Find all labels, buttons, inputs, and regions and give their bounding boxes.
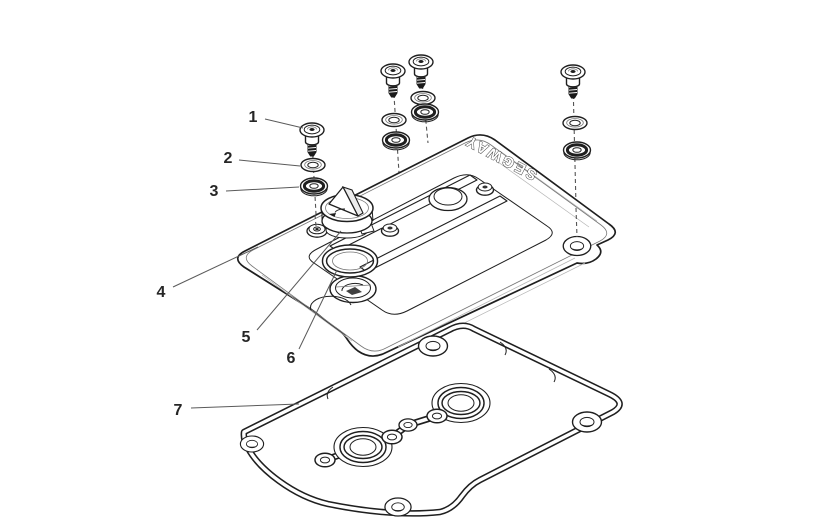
callout-label-1: 1: [249, 109, 258, 126]
gasket-small-ring-1: [381, 429, 403, 445]
callout-label-2: 2: [224, 150, 233, 167]
cover-stud-boss-1: [475, 182, 495, 196]
callout-7: 7: [174, 402, 300, 419]
callout-label-5: 5: [242, 329, 251, 346]
axis-line-screw-4-lower: [575, 207, 578, 238]
seal-washer-1: [299, 176, 329, 198]
callout-6: 6: [287, 269, 338, 367]
lower-well-arc: [310, 295, 352, 311]
callout-4: 4: [157, 246, 259, 301]
flange-bolt-4: [560, 64, 586, 99]
flange-bolt-3: [408, 54, 434, 89]
cover-round-boss: [428, 186, 468, 212]
callout-5: 5: [242, 230, 342, 346]
cover-stud-boss-2: [380, 223, 400, 237]
plain-washer-3: [410, 90, 436, 106]
callout-label-7: 7: [174, 402, 183, 419]
flange-bolt-2: [380, 63, 406, 98]
callout-3: 3: [210, 183, 300, 200]
cover-bolt-recess: [562, 235, 592, 257]
axis-line-screw-1-lower: [314, 214, 317, 227]
o-ring-seal: [321, 244, 379, 278]
callout-label-3: 3: [210, 183, 219, 200]
gasket-small-ring-4: [314, 452, 336, 468]
callout-label-4: 4: [157, 284, 166, 301]
gasket-bead-wiggles: [326, 341, 556, 400]
plain-washer-1: [300, 157, 326, 173]
oil-filler-cap: [320, 186, 375, 239]
cap-wing-handle: [328, 186, 359, 217]
leader-line-4: [172, 246, 259, 288]
leader-line-1: [264, 118, 304, 129]
callout-1: 1: [249, 109, 304, 129]
cap-open-arrow-icon: [329, 213, 336, 217]
filler-neck-opening: [310, 274, 377, 311]
gasket-bolt-pad-bottom: [384, 497, 412, 517]
gasket-small-ring-2: [398, 418, 418, 432]
wall-hatching-top-right: [490, 150, 598, 228]
valve-cover: SEGWAY: [236, 131, 617, 357]
gasket-small-ring-3: [426, 408, 448, 424]
plain-washer-4: [562, 115, 588, 131]
flange-bolt-1: [299, 122, 325, 157]
gasket-bolt-pad-top: [417, 335, 449, 357]
gasket-bolt-pad-right: [571, 411, 603, 433]
leader-line-3: [225, 186, 300, 192]
cover-gasket: [239, 322, 623, 517]
callout-label-6: 6: [287, 350, 296, 367]
leader-line-6: [298, 269, 338, 350]
plain-washer-2: [381, 112, 407, 128]
leader-line-5: [256, 230, 342, 331]
seal-washer-2: [381, 130, 411, 152]
wall-hatching-bottom-left: [261, 274, 353, 342]
seal-washer-4: [562, 140, 592, 162]
leader-line-2: [238, 159, 301, 167]
leader-line-7: [190, 403, 300, 409]
gasket-bolt-pad-left: [239, 435, 265, 453]
callout-2: 2: [224, 150, 301, 167]
seal-washer-3: [410, 102, 440, 124]
cover-flange-line: [245, 139, 608, 352]
cover-bolt-boss-1: [306, 223, 328, 238]
cover-silhouette: [236, 134, 617, 357]
callouts: 1 2 3 4 5 6 7: [157, 109, 342, 419]
